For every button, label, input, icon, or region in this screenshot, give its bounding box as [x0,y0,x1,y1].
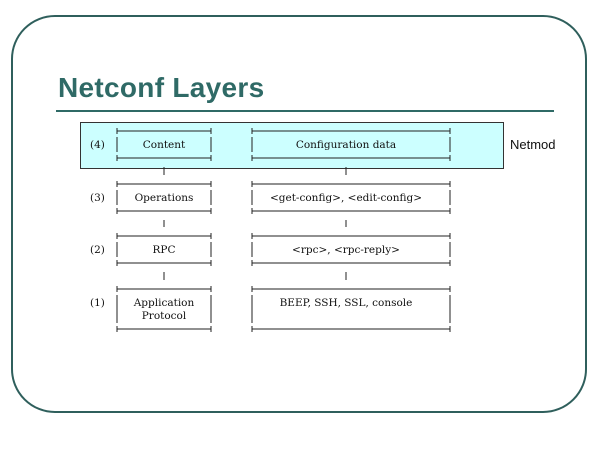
netmod-label: Netmod [510,137,556,152]
layer-detail: Configuration data [296,139,396,151]
layer-detail: <rpc>, <rpc-reply> [292,244,400,256]
layer-number: (1) [90,297,105,309]
slide-title: Netconf Layers [58,72,265,103]
layer-name: RPC [152,244,175,256]
layer-name: Content [143,139,186,151]
slide-frame [11,15,587,413]
layer-name: Operations [135,192,194,204]
layer-detail: BEEP, SSH, SSL, console [280,297,413,309]
title-underline [56,110,554,112]
layer-name: Protocol [142,310,187,322]
layer-number: (4) [90,139,105,151]
netmod-highlight-box [80,122,504,169]
layer-number: (2) [90,244,105,256]
layer-detail: <get-config>, <edit-config> [270,192,422,204]
layer-number: (3) [90,192,105,204]
layer-name: Application [133,297,195,309]
